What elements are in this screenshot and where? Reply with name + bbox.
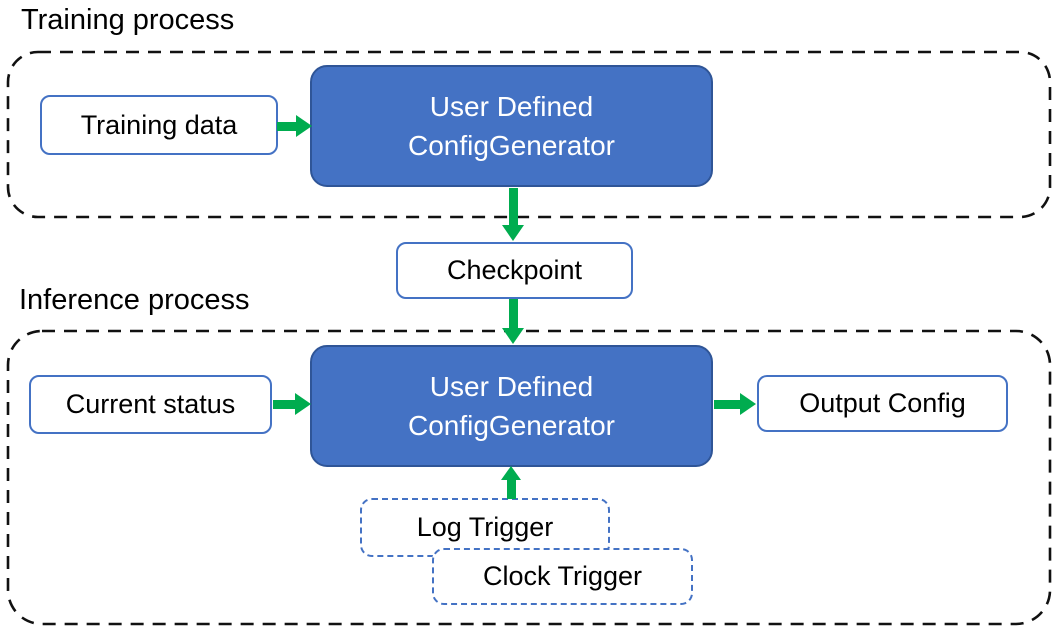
checkpoint-label: Checkpoint [446, 255, 583, 285]
output-config-label: Output Config [799, 388, 966, 418]
training-config-generator-node: User Defined ConfigGenerator [310, 65, 713, 187]
output-config-node: Output Config [757, 375, 1008, 432]
clock-trigger-node: Clock Trigger [432, 548, 693, 605]
log-trigger-node: Log Trigger [360, 498, 610, 557]
training-data-node: Training data [40, 95, 278, 155]
inference-config-generator-line2: ConfigGenerator [407, 410, 615, 441]
training-process-outline [6, 50, 1052, 219]
inference-config-generator-node: User Defined ConfigGenerator [310, 345, 713, 467]
current-status-label: Current status [65, 389, 236, 419]
clock-trigger-label: Clock Trigger [482, 561, 643, 591]
training-config-generator-line1: User Defined [429, 91, 594, 122]
training-process-label: Training process [21, 4, 235, 36]
training-config-generator-line2: ConfigGenerator [407, 130, 615, 161]
inference-config-generator-line1: User Defined [429, 371, 594, 402]
log-trigger-label: Log Trigger [416, 512, 554, 542]
current-status-node: Current status [29, 375, 272, 434]
inference-process-outline [6, 329, 1052, 626]
inference-process-label: Inference process [19, 284, 250, 316]
checkpoint-node: Checkpoint [396, 242, 633, 299]
training-data-label: Training data [80, 109, 238, 140]
